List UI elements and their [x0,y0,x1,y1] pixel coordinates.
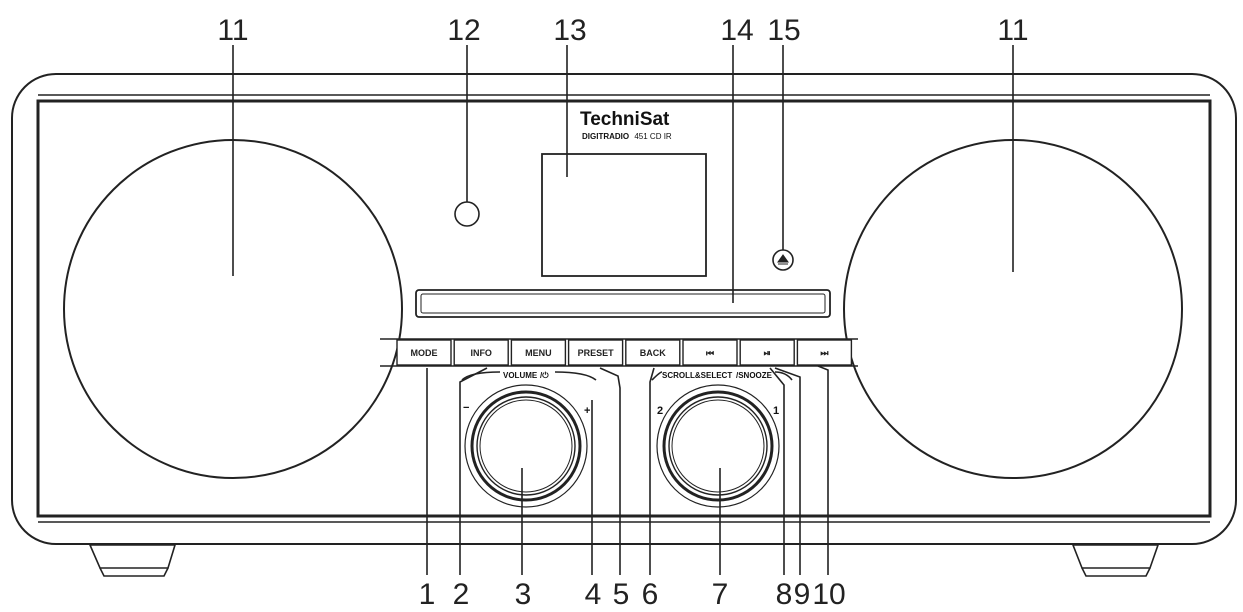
callout-5: 5 [613,578,630,611]
callout-14: 14 [720,14,753,47]
callout-4: 4 [585,578,602,611]
volume-knob[interactable] [464,384,588,508]
ir-sensor [454,201,480,227]
menu-button[interactable]: MENU [510,339,567,366]
scroll-right-mark: 1 [773,405,779,417]
play-pause-button[interactable]: ⏯ [739,339,795,366]
volume-arc-right [554,371,597,381]
mode-button[interactable]: MODE [396,339,452,366]
button-label: ⏮ [706,348,714,358]
info-button[interactable]: INFO [453,339,509,366]
model-name: DIGITRADIO 451 CD IR [582,132,672,141]
volume-plus: + [584,405,590,417]
callout-10: 10 [812,578,845,611]
callouts: 11 12 13 14 15 11 1 2 3 4 5 6 7 8 9 10 [217,14,1028,611]
buttons-group: MODE INFO MENU PRESET BACK ⏮ ⏯ ⏭ [396,339,853,366]
button-strip [380,338,858,367]
eject-button[interactable] [772,249,794,271]
button-label: MENU [525,348,552,358]
prev-track-button[interactable]: ⏮ [682,339,738,366]
eject-icon [777,254,789,265]
callout-1: 1 [419,578,436,611]
display [541,153,707,277]
callout-11-left: 11 [217,14,248,47]
volume-label: VOLUME [503,371,538,380]
button-label: PRESET [578,348,615,358]
next-track-button[interactable]: ⏭ [796,339,853,366]
brand-logo: TechniSat [580,109,670,130]
scroll-arc-left [651,371,663,381]
volume-minus: − [463,402,469,414]
callout-7: 7 [712,578,729,611]
callout-6: 6 [642,578,659,611]
button-label: BACK [640,348,666,358]
back-button[interactable]: BACK [625,339,681,366]
callout-13: 13 [553,14,586,47]
callout-9: 9 [794,578,811,611]
preset-button[interactable]: PRESET [567,339,624,366]
cd-slot [415,289,831,318]
foot-left [88,544,177,577]
callout-8: 8 [776,578,793,611]
scroll-arc-right [774,371,793,381]
scroll-select-knob[interactable] [656,384,780,508]
callout-12: 12 [447,14,480,47]
scroll-left-mark: 2 [657,405,663,417]
button-label: INFO [470,348,492,358]
callout-15: 15 [767,14,800,47]
foot-right [1071,544,1160,577]
button-label: ⏯ [764,348,771,358]
scroll-select-label: SCROLL&SELECT [662,371,732,380]
button-label: ⏭ [820,348,829,358]
leader-lines-top [232,45,1014,303]
callout-2: 2 [453,578,470,611]
power-icon: /⏻ [540,371,549,380]
callout-3: 3 [515,578,532,611]
callout-11-right: 11 [997,14,1028,47]
snooze-label: /SNOOZE [736,371,773,380]
leader-lines-bottom [426,365,829,575]
button-label: MODE [411,348,438,358]
